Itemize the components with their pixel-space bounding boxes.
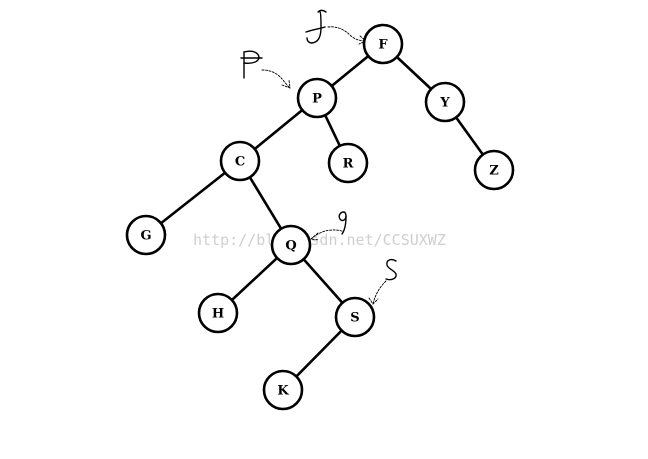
node-circle	[334, 296, 376, 338]
node-circle	[473, 149, 515, 191]
tree-node-f: F	[362, 23, 404, 65]
node-label: G	[140, 229, 151, 244]
tree-node-r: R	[327, 142, 369, 184]
tree-node-y: Y	[424, 81, 466, 123]
node-label: P	[312, 92, 322, 107]
annotation-s	[368, 258, 397, 305]
tree-node-s: S	[334, 296, 376, 338]
tree-node-h: H	[197, 292, 239, 334]
node-circle	[327, 142, 369, 184]
node-label: C	[235, 155, 245, 170]
node-label: Y	[439, 96, 450, 111]
node-circle	[424, 81, 466, 123]
node-circle	[270, 224, 312, 266]
node-label: Q	[285, 239, 296, 254]
node-label: F	[378, 38, 388, 53]
watermark-text: http://blog.csdn.net/CCSUXWZ	[193, 231, 446, 249]
tree-node-g: G	[125, 214, 167, 256]
tree-node-p: P	[296, 77, 338, 119]
annotation-p	[240, 50, 291, 89]
node-circle	[219, 140, 261, 182]
node-label: H	[212, 307, 224, 322]
tree-node-q: Q	[270, 224, 312, 266]
tree-node-k: K	[262, 369, 304, 411]
annotation-q	[309, 211, 347, 241]
node-label: K	[277, 384, 289, 399]
node-label: Z	[489, 164, 499, 179]
node-label: S	[350, 311, 359, 326]
tree-nodes: F P Y C R Z G Q H S K	[125, 23, 515, 411]
node-label: R	[343, 157, 354, 172]
node-circle	[362, 23, 404, 65]
node-circle	[125, 214, 167, 256]
tree-node-z: Z	[473, 149, 515, 191]
tree-node-c: C	[219, 140, 261, 182]
node-circle	[296, 77, 338, 119]
node-circle	[262, 369, 304, 411]
annotation-f	[305, 9, 367, 45]
node-circle	[197, 292, 239, 334]
handwritten-annotations	[240, 9, 397, 305]
